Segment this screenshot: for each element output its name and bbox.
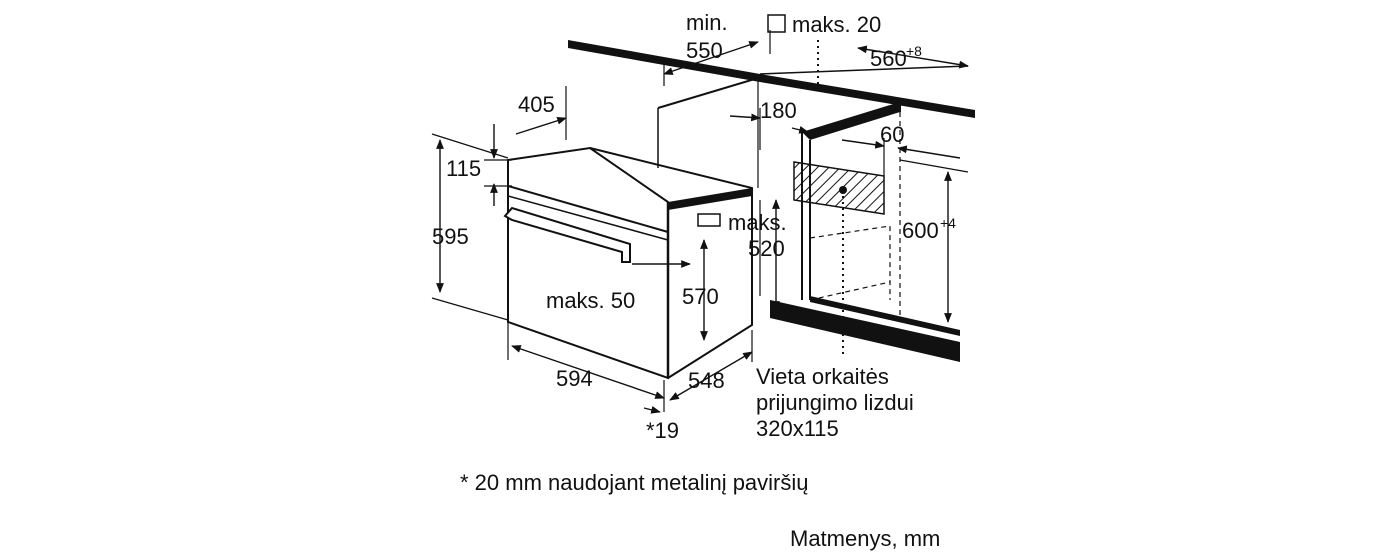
socket-area	[793, 40, 885, 356]
socket-note-line1: Vieta orkaitės	[756, 364, 889, 389]
cabinet-niche	[657, 76, 960, 362]
dimension-labels: min. 550 maks. 20 560 +8 405 180 60 115 …	[432, 10, 956, 443]
body-depth-548-label: 548	[688, 368, 725, 393]
socket-offset-60-label: 60	[880, 122, 904, 147]
vent-180-label: 180	[760, 98, 797, 123]
handle-depth-label: maks. 50	[546, 288, 635, 313]
cabinet-width-tolerance: +8	[906, 43, 922, 59]
clearance-top-label: maks. 20	[792, 12, 881, 37]
max-depth-label: maks.	[728, 210, 787, 235]
socket-note-line2: prijungimo lizdui	[756, 390, 914, 415]
cabinet-height-600-label: 600	[902, 218, 939, 243]
oven-handle	[503, 206, 631, 263]
max-depth-520-label: 520	[748, 236, 785, 261]
units-label: Matmenys, mm	[790, 526, 940, 551]
dimension-lines	[431, 30, 969, 414]
footnote: * 20 mm naudojant metalinį paviršių	[460, 470, 809, 495]
depth-405-label: 405	[518, 92, 555, 117]
min-550-label: 550	[686, 38, 723, 63]
socket-note: Vieta orkaitės prijungimo lizdui 320x115	[756, 364, 914, 441]
oven-width-594-label: 594	[556, 366, 593, 391]
front-thickness-label: *19	[646, 418, 679, 443]
socket-note-line3: 320x115	[756, 416, 839, 441]
body-height-570-label: 570	[682, 284, 719, 309]
min-label: min.	[686, 10, 728, 35]
cabinet-width-label: 560	[870, 46, 907, 71]
oven-height-595-label: 595	[432, 224, 469, 249]
oven-body	[507, 146, 753, 380]
square-symbol-icon	[767, 14, 786, 33]
top-offset-115-label: 115	[446, 156, 481, 181]
cabinet-height-tolerance: +4	[940, 215, 956, 231]
